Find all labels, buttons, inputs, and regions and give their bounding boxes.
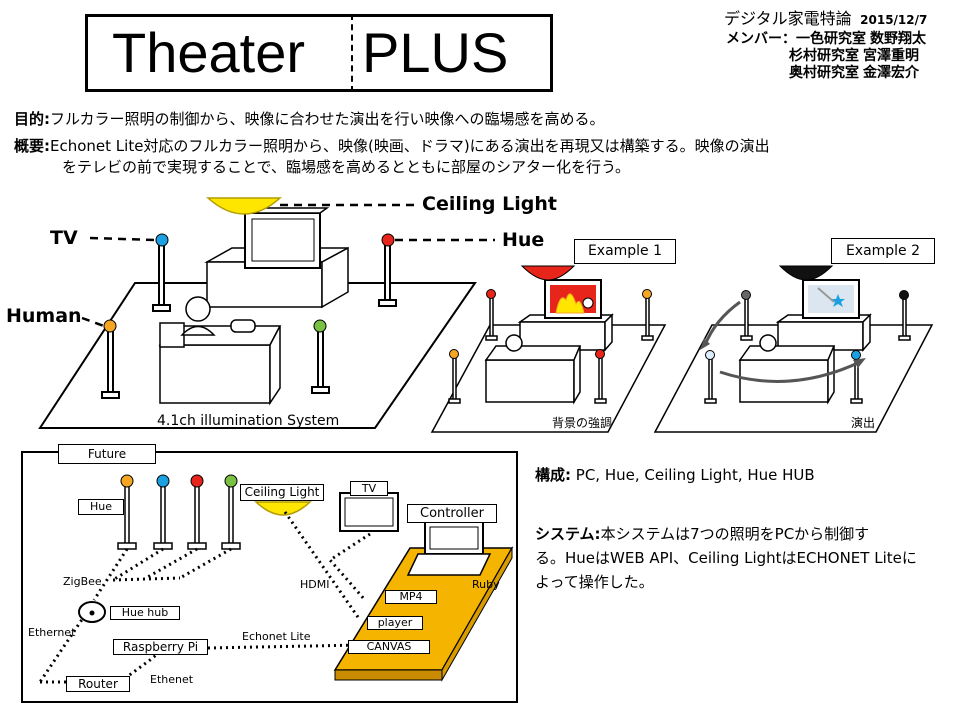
system-line2: る。HueはWEB API、Ceiling LightはECHONET Lite…: [535, 549, 917, 567]
future-ethernet-bottom: Ethenet: [150, 673, 194, 686]
future-mp4: MP4: [385, 590, 437, 604]
future-zigbee: ZigBee: [63, 575, 102, 588]
title-plus: PLUS: [362, 21, 509, 84]
title-theater: Theater: [112, 21, 305, 84]
header-member3: 奥村研究室金澤宏介: [789, 65, 919, 81]
future-title: Future: [58, 444, 156, 464]
future-frame: [21, 451, 518, 703]
ceiling-light-icon: [206, 197, 282, 215]
future-links: [38, 511, 371, 684]
system-line3: よって操作した。: [535, 573, 654, 591]
future-canvas: CANVAS: [348, 640, 430, 654]
label-ceiling-light: Ceiling Light: [422, 193, 557, 215]
label-tv: TV: [50, 227, 78, 249]
composition: 構成: PC, Hue, Ceiling Light, Hue HUB: [535, 466, 815, 484]
label-human: Human: [6, 305, 82, 327]
future-ceiling-label: Ceiling Light: [240, 484, 324, 501]
title-divider: [351, 14, 353, 92]
example1-caption: 背景の強調: [552, 416, 613, 430]
main-room: [38, 207, 477, 429]
future-ethernet-left: Ethernet: [28, 626, 76, 639]
future-ruby: Ruby: [472, 578, 500, 591]
future-router: Router: [66, 676, 130, 692]
header-course: デジタル家電特論 2015/12/7: [724, 9, 928, 28]
header-member2: 杉村研究室宮澤重明: [789, 48, 919, 64]
future-echonet: Echonet Lite: [242, 630, 311, 643]
future-controller-label: Controller: [407, 504, 497, 523]
future-hue-label: Hue: [78, 499, 124, 515]
main-leaders: [81, 203, 495, 328]
overview: 概要:Echonet Lite対応のフルカラー照明から、映像(映画、ドラマ)にあ…: [14, 137, 770, 155]
example2-poles: [704, 296, 911, 404]
example1-title: Example 1: [574, 239, 676, 264]
future-hdmi: HDMI: [300, 578, 330, 591]
future-hue-poles: [117, 484, 241, 550]
future-player: player: [367, 616, 423, 630]
future-raspberry: Raspberry Pi: [113, 639, 208, 655]
main-hue-poles: [101, 242, 397, 399]
example2-room: [653, 279, 934, 433]
overview-line2: をテレビの前で実現することで、臨場感を高めるとともに部屋のシアター化を行う。: [62, 158, 631, 176]
future-hue-hub: Hue hub: [110, 606, 180, 620]
main-caption: 4.1ch illumination System: [157, 413, 340, 429]
label-hue: Hue: [502, 229, 545, 251]
example2-title: Example 2: [831, 238, 935, 264]
purpose: 目的:フルカラー照明の制御から、映像に合わせた演出を行い映像への臨場感を高める。: [14, 110, 605, 128]
header-members: メンバー：一色研究室数野翔太: [726, 31, 926, 47]
example2-caption: 演出: [851, 416, 876, 430]
example1-room: [430, 279, 667, 433]
system-line1: システム:本システムは7つの照明をPCから制御す: [535, 525, 870, 543]
title-box: [85, 14, 553, 92]
future-tv-label: TV: [350, 481, 388, 496]
